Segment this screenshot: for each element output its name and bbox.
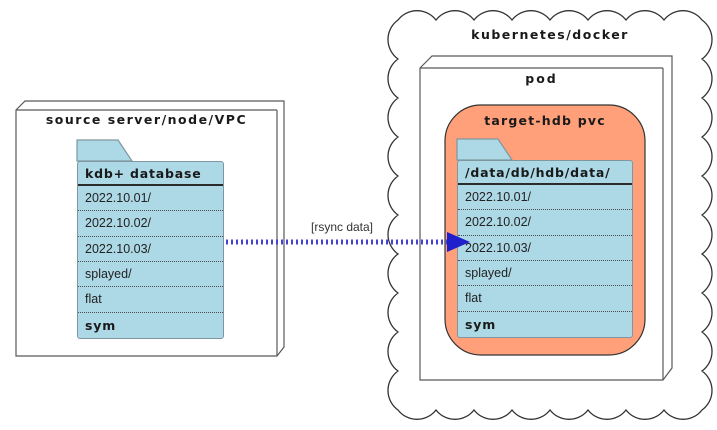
target-folder-row: 2022.10.02/ — [458, 210, 632, 236]
source-folder-row: 2022.10.02/ — [78, 211, 223, 237]
target-folder-row: splayed/ — [458, 261, 632, 287]
pod-cube-edges — [420, 67, 664, 380]
pvc-title: target-hdb pvc — [484, 113, 606, 128]
target-folder-row-sym: sym — [465, 316, 497, 332]
target-folder-row: flat — [458, 286, 632, 312]
target-data-folder: /data/db/hdb/data/ 2022.10.01/ 2022.10.0… — [457, 160, 633, 338]
target-folder-row: 2022.10.01/ — [458, 185, 632, 211]
source-database-folder: kdb+ database 2022.10.01/ 2022.10.02/ 20… — [77, 161, 224, 339]
source-folder-row: flat — [78, 287, 223, 313]
source-folder-header: kdb+ database — [78, 162, 223, 186]
target-folder-row: 2022.10.03/ — [458, 236, 632, 261]
rsync-arrow-label: [rsync data] — [310, 220, 374, 234]
source-folder-row: 2022.10.01/ — [78, 186, 223, 212]
source-folder-row-sym: sym — [85, 317, 117, 333]
source-folder-row: 2022.10.03/ — [78, 237, 223, 262]
source-box-title: source server/node/VPC — [45, 112, 248, 127]
cloud-title: kubernetes/docker — [471, 27, 629, 42]
pod-title: pod — [525, 71, 558, 86]
source-folder-row: splayed/ — [78, 262, 223, 288]
source-server-cube-edges — [16, 109, 278, 356]
target-folder-header: /data/db/hdb/data/ — [458, 161, 632, 185]
